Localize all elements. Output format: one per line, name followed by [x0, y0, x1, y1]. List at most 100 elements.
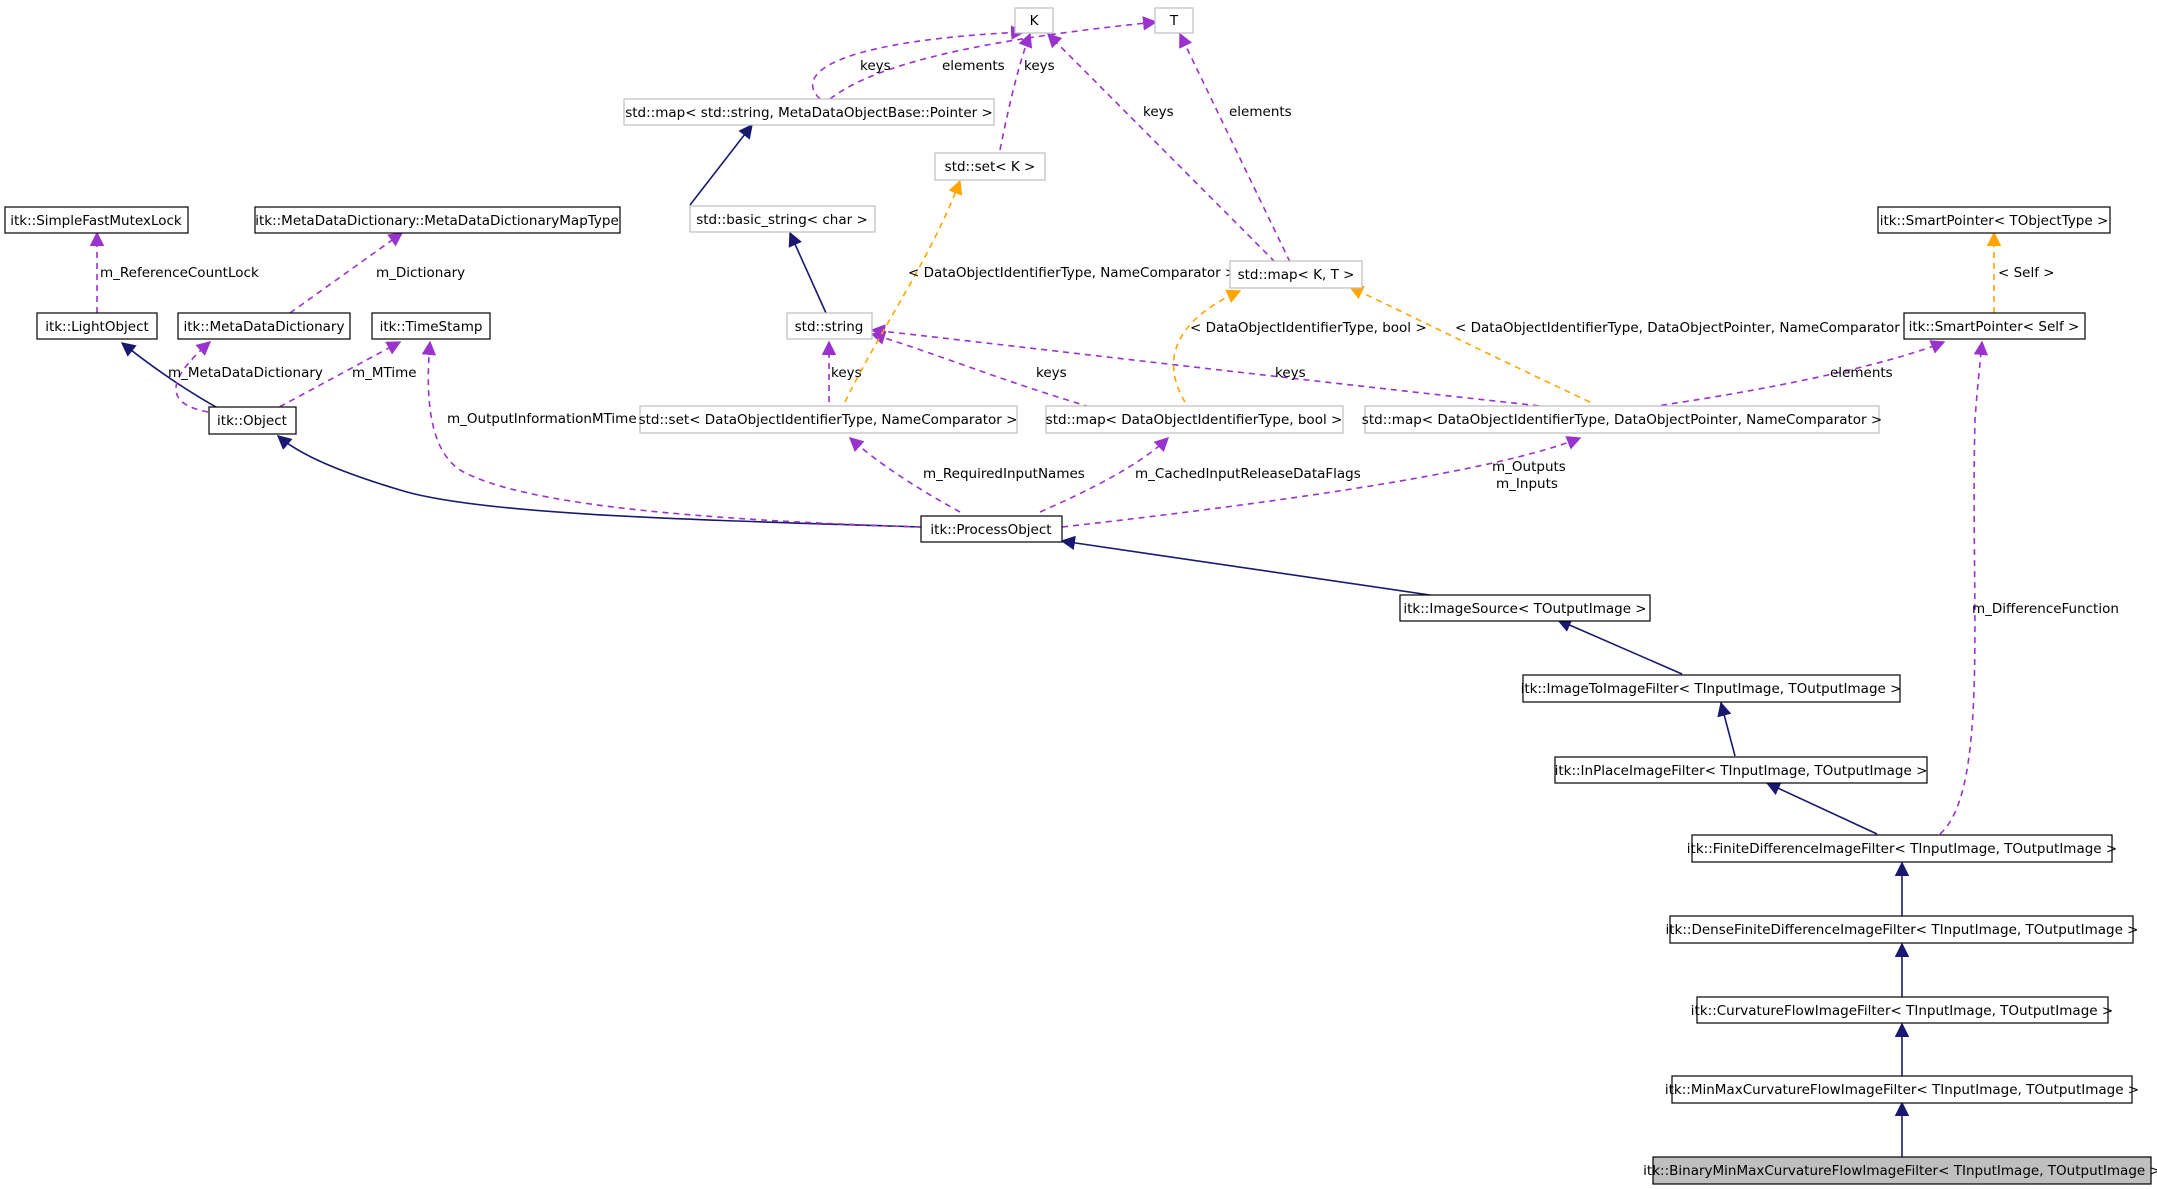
- label-elements-map-string-t: elements: [942, 58, 1005, 74]
- node-time-stamp-label: itk::TimeStamp: [380, 319, 483, 335]
- node-map-dataobjectid-pointer-label: std::map< DataObjectIdentifierType, Data…: [1362, 412, 1882, 428]
- node-image-to-image-filter-label: itk::ImageToImageFilter< TInputImage, TO…: [1521, 681, 1902, 697]
- label-m-inputs: m_Inputs: [1496, 476, 1558, 492]
- node-map-dataobjectid-bool[interactable]: std::map< DataObjectIdentifierType, bool…: [1045, 405, 1344, 434]
- label-m-outputs: m_Outputs: [1492, 459, 1566, 475]
- edge-finitediff-to-smartself: [1939, 340, 1989, 835]
- edge-processobject-to-object: [276, 435, 922, 528]
- node-t[interactable]: T: [1154, 7, 1194, 34]
- node-time-stamp[interactable]: itk::TimeStamp: [371, 312, 491, 340]
- node-basic-string-char[interactable]: std::basic_string< char >: [689, 205, 876, 233]
- node-object[interactable]: itk::Object: [208, 406, 297, 435]
- edges: [89, 16, 2002, 1157]
- node-min-max-curvature-flow-image-filter-label: itk::MinMaxCurvatureFlowImageFilter< TIn…: [1665, 1082, 2139, 1098]
- edge-object-to-timestamp: [269, 341, 402, 413]
- node-smart-pointer-tobjecttype[interactable]: itk::SmartPointer< TObjectType >: [1877, 206, 2111, 234]
- edge-map-string-to-t: [829, 16, 1158, 100]
- node-map-k-t[interactable]: std::map< K, T >: [1229, 260, 1363, 289]
- edge-inplace-to-imagetoimage: [1717, 701, 1736, 757]
- label-elements-map-pointer: elements: [1830, 365, 1893, 381]
- edge-map-kt-to-t: [1179, 32, 1291, 263]
- edge-map-pointer-to-stdstring: [870, 324, 1551, 408]
- node-light-object[interactable]: itk::LightObject: [36, 312, 158, 340]
- label-keys-set-doi: keys: [831, 365, 862, 381]
- label-keys-map-string-k: keys: [860, 58, 891, 74]
- edge-set-k-to-k: [999, 32, 1033, 151]
- node-dense-finite-difference-image-filter[interactable]: itk::DenseFiniteDifferenceImageFilter< T…: [1666, 915, 2139, 944]
- label-elements-map-kt: elements: [1229, 104, 1292, 120]
- node-smart-pointer-tobjecttype-label: itk::SmartPointer< TObjectType >: [1880, 213, 2109, 229]
- label-tmpl-map-bool: < DataObjectIdentifierType, bool >: [1190, 320, 1427, 336]
- node-meta-data-dictionary[interactable]: itk::MetaDataDictionary: [177, 312, 351, 340]
- edge-metadictmaptype-to-map-string: [689, 123, 753, 206]
- node-process-object-label: itk::ProcessObject: [930, 522, 1051, 538]
- node-map-dataobjectid-pointer[interactable]: std::map< DataObjectIdentifierType, Data…: [1362, 405, 1882, 434]
- edge-map-pointer-to-smartself: [1649, 340, 1946, 408]
- edge-map-bool-to-map-kt: [1172, 289, 1242, 403]
- node-std-string-label: std::string: [795, 319, 864, 335]
- label-keys-map-kt: keys: [1143, 104, 1174, 120]
- edge-map-bool-to-stdstring: [870, 330, 1091, 408]
- node-map-string-meta-label: std::map< std::string, MetaDataObjectBas…: [625, 105, 993, 121]
- node-image-source[interactable]: itk::ImageSource< TOutputImage >: [1399, 594, 1651, 622]
- node-finite-difference-image-filter[interactable]: itk::FiniteDifferenceImageFilter< TInput…: [1687, 834, 2117, 863]
- label-m-difference-function: m_DifferenceFunction: [1972, 601, 2119, 617]
- label-m-required-input-names: m_RequiredInputNames: [923, 466, 1085, 482]
- node-process-object[interactable]: itk::ProcessObject: [920, 515, 1063, 543]
- node-map-k-t-label: std::map< K, T >: [1238, 267, 1355, 283]
- edge-labels: keys elements keys keys elements m_Refer…: [100, 58, 2119, 617]
- edge-stdstring-to-basicstring: [788, 231, 827, 314]
- node-dense-finite-difference-image-filter-label: itk::DenseFiniteDifferenceImageFilter< T…: [1666, 922, 2139, 938]
- label-m-reference-count-lock: m_ReferenceCountLock: [100, 265, 259, 281]
- edge-processobject-to-map-bool: [1039, 437, 1170, 513]
- node-light-object-label: itk::LightObject: [45, 319, 149, 335]
- node-min-max-curvature-flow-image-filter[interactable]: itk::MinMaxCurvatureFlowImageFilter< TIn…: [1665, 1075, 2139, 1104]
- node-set-k-label: std::set< K >: [945, 159, 1036, 175]
- label-keys-set-k: keys: [1024, 58, 1055, 74]
- edge-metadict-to-maptype: [289, 232, 404, 314]
- label-keys-map-bool: keys: [1036, 365, 1067, 381]
- node-meta-data-dictionary-map-type[interactable]: itk::MetaDataDictionary::MetaDataDiction…: [254, 206, 621, 234]
- edge-map-kt-to-k: [1046, 32, 1276, 263]
- node-binary-min-max-curvature-flow-image-filter-label: itk::BinaryMinMaxCurvatureFlowImageFilte…: [1643, 1163, 2157, 1179]
- node-image-source-label: itk::ImageSource< TOutputImage >: [1403, 601, 1646, 617]
- node-binary-min-max-curvature-flow-image-filter[interactable]: itk::BinaryMinMaxCurvatureFlowImageFilte…: [1643, 1156, 2157, 1185]
- edge-processobject-to-map-pointer: [1061, 436, 1582, 528]
- node-in-place-image-filter[interactable]: itk::InPlaceImageFilter< TInputImage, TO…: [1554, 756, 1928, 784]
- node-set-k[interactable]: std::set< K >: [934, 152, 1046, 181]
- nodes: K T std::map< std::string, MetaDataObjec…: [4, 7, 2157, 1185]
- edge-imagetoimage-to-imagesource: [1556, 618, 1683, 675]
- edge-object-to-lightobject: [120, 342, 226, 413]
- node-curvature-flow-image-filter[interactable]: itk::CurvatureFlowImageFilter< TInputIma…: [1691, 996, 2113, 1024]
- node-t-label: T: [1169, 13, 1179, 29]
- node-set-dataobjectid-namecomparator[interactable]: std::set< DataObjectIdentifierType, Name…: [639, 405, 1018, 434]
- node-object-label: itk::Object: [217, 413, 287, 429]
- label-tmpl-map-pointer: < DataObjectIdentifierType, DataObjectPo…: [1455, 320, 1915, 336]
- edge-finitediff-to-inplace: [1765, 781, 1878, 835]
- edge-imagesource-to-processobject: [1060, 535, 1451, 599]
- edge-map-string-to-k: [811, 25, 1026, 100]
- node-finite-difference-image-filter-label: itk::FiniteDifferenceImageFilter< TInput…: [1687, 841, 2117, 857]
- node-image-to-image-filter[interactable]: itk::ImageToImageFilter< TInputImage, TO…: [1521, 674, 1902, 703]
- node-simple-fast-mutex-lock[interactable]: itk::SimpleFastMutexLock: [4, 206, 189, 234]
- node-meta-data-dictionary-map-type-label: itk::MetaDataDictionary::MetaDataDiction…: [255, 213, 619, 229]
- node-k[interactable]: K: [1014, 7, 1054, 34]
- edge-map-pointer-to-map-kt: [1348, 286, 1591, 403]
- label-m-mtime: m_MTime: [352, 365, 417, 381]
- node-k-label: K: [1030, 13, 1040, 29]
- node-smart-pointer-self[interactable]: itk::SmartPointer< Self >: [1903, 312, 2086, 340]
- node-map-string-meta[interactable]: std::map< std::string, MetaDataObjectBas…: [623, 98, 995, 126]
- node-in-place-image-filter-label: itk::InPlaceImageFilter< TInputImage, TO…: [1555, 763, 1928, 779]
- node-simple-fast-mutex-lock-label: itk::SimpleFastMutexLock: [10, 213, 182, 229]
- label-m-cached-input-release-data-flags: m_CachedInputReleaseDataFlags: [1135, 466, 1361, 482]
- label-tmpl-set-k: < DataObjectIdentifierType, NameComparat…: [908, 265, 1236, 281]
- label-keys-map-pointer: keys: [1275, 365, 1306, 381]
- edge-set-doi-to-set-k: [844, 179, 963, 403]
- label-m-output-information-mtime: m_OutputInformationMTime: [447, 411, 637, 427]
- label-tmpl-self: < Self >: [1998, 265, 2055, 281]
- edge-processobject-to-set-doi: [848, 437, 961, 513]
- node-curvature-flow-image-filter-label: itk::CurvatureFlowImageFilter< TInputIma…: [1691, 1003, 2113, 1019]
- node-set-dataobjectid-namecomparator-label: std::set< DataObjectIdentifierType, Name…: [639, 412, 1018, 428]
- node-std-string[interactable]: std::string: [786, 312, 873, 340]
